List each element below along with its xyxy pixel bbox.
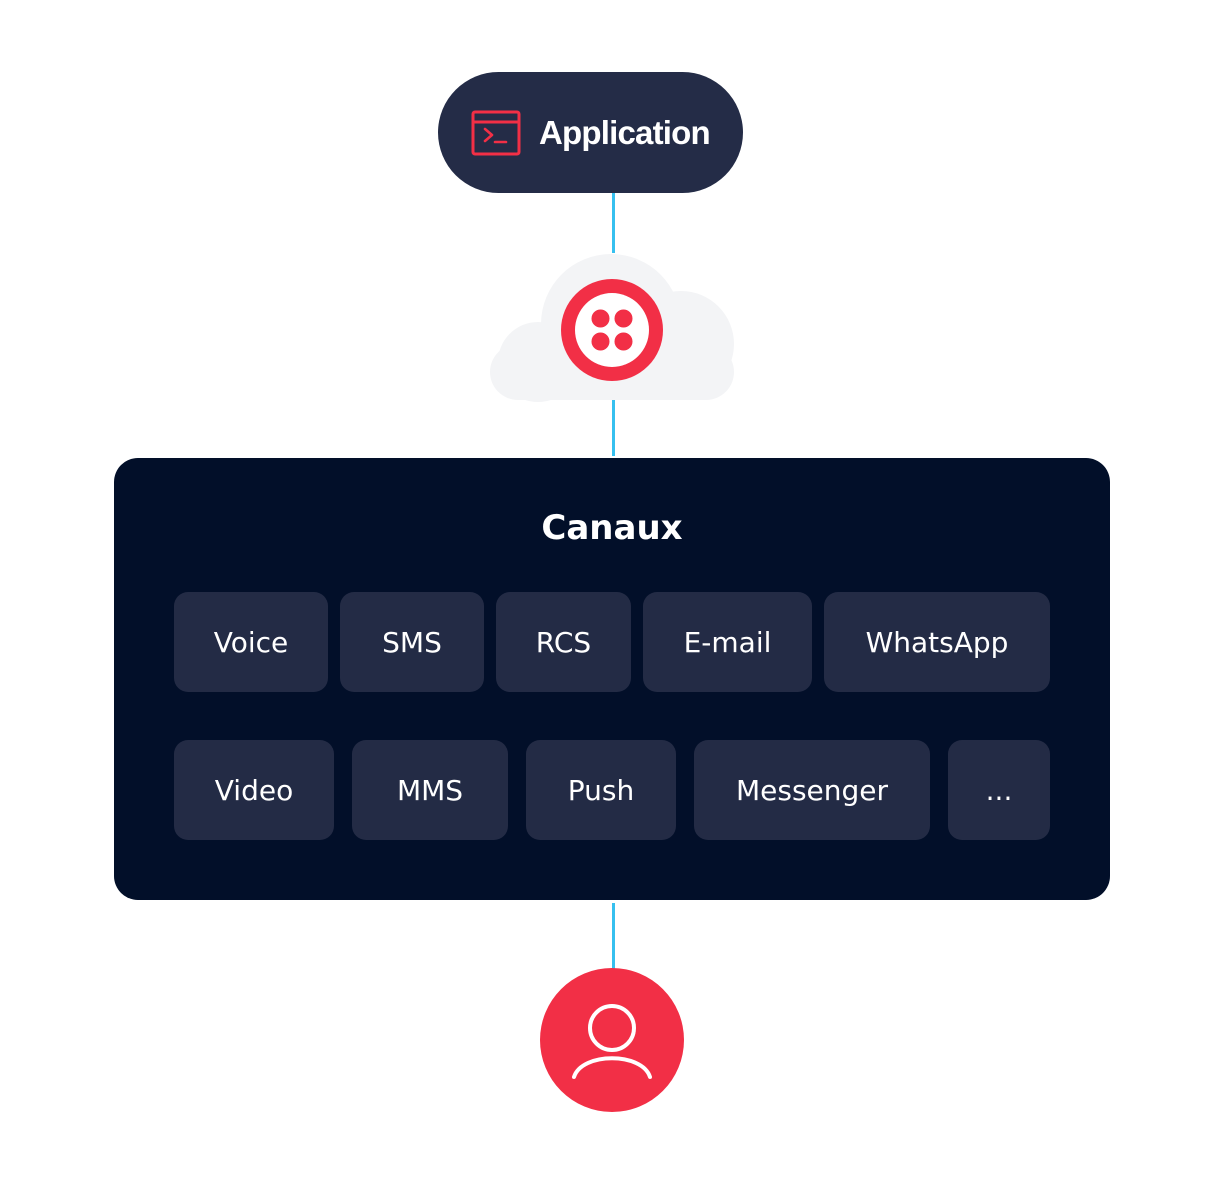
twilio-logo-icon [561, 279, 663, 381]
channel-video: Video [174, 740, 334, 840]
channel-mms: MMS [352, 740, 508, 840]
connector-channels-to-user [612, 903, 615, 969]
channel-email: E-mail [643, 592, 812, 692]
connector-cloud-to-channels [612, 400, 615, 456]
channel-messenger: Messenger [694, 740, 930, 840]
channels-title: Canaux [541, 508, 683, 548]
channel-voice: Voice [174, 592, 328, 692]
channel-more: ... [948, 740, 1050, 840]
connector-app-to-cloud [612, 193, 615, 253]
channel-push: Push [526, 740, 676, 840]
channel-rcs: RCS [496, 592, 631, 692]
application-label: Application [539, 113, 711, 151]
channels-panel: Canaux Voice SMS RCS E-mail WhatsApp Vid… [114, 458, 1110, 900]
application-node: Application [438, 72, 743, 193]
channel-whatsapp: WhatsApp [824, 592, 1050, 692]
user-icon [540, 968, 684, 1112]
terminal-window-icon [471, 110, 521, 156]
channel-sms: SMS [340, 592, 484, 692]
